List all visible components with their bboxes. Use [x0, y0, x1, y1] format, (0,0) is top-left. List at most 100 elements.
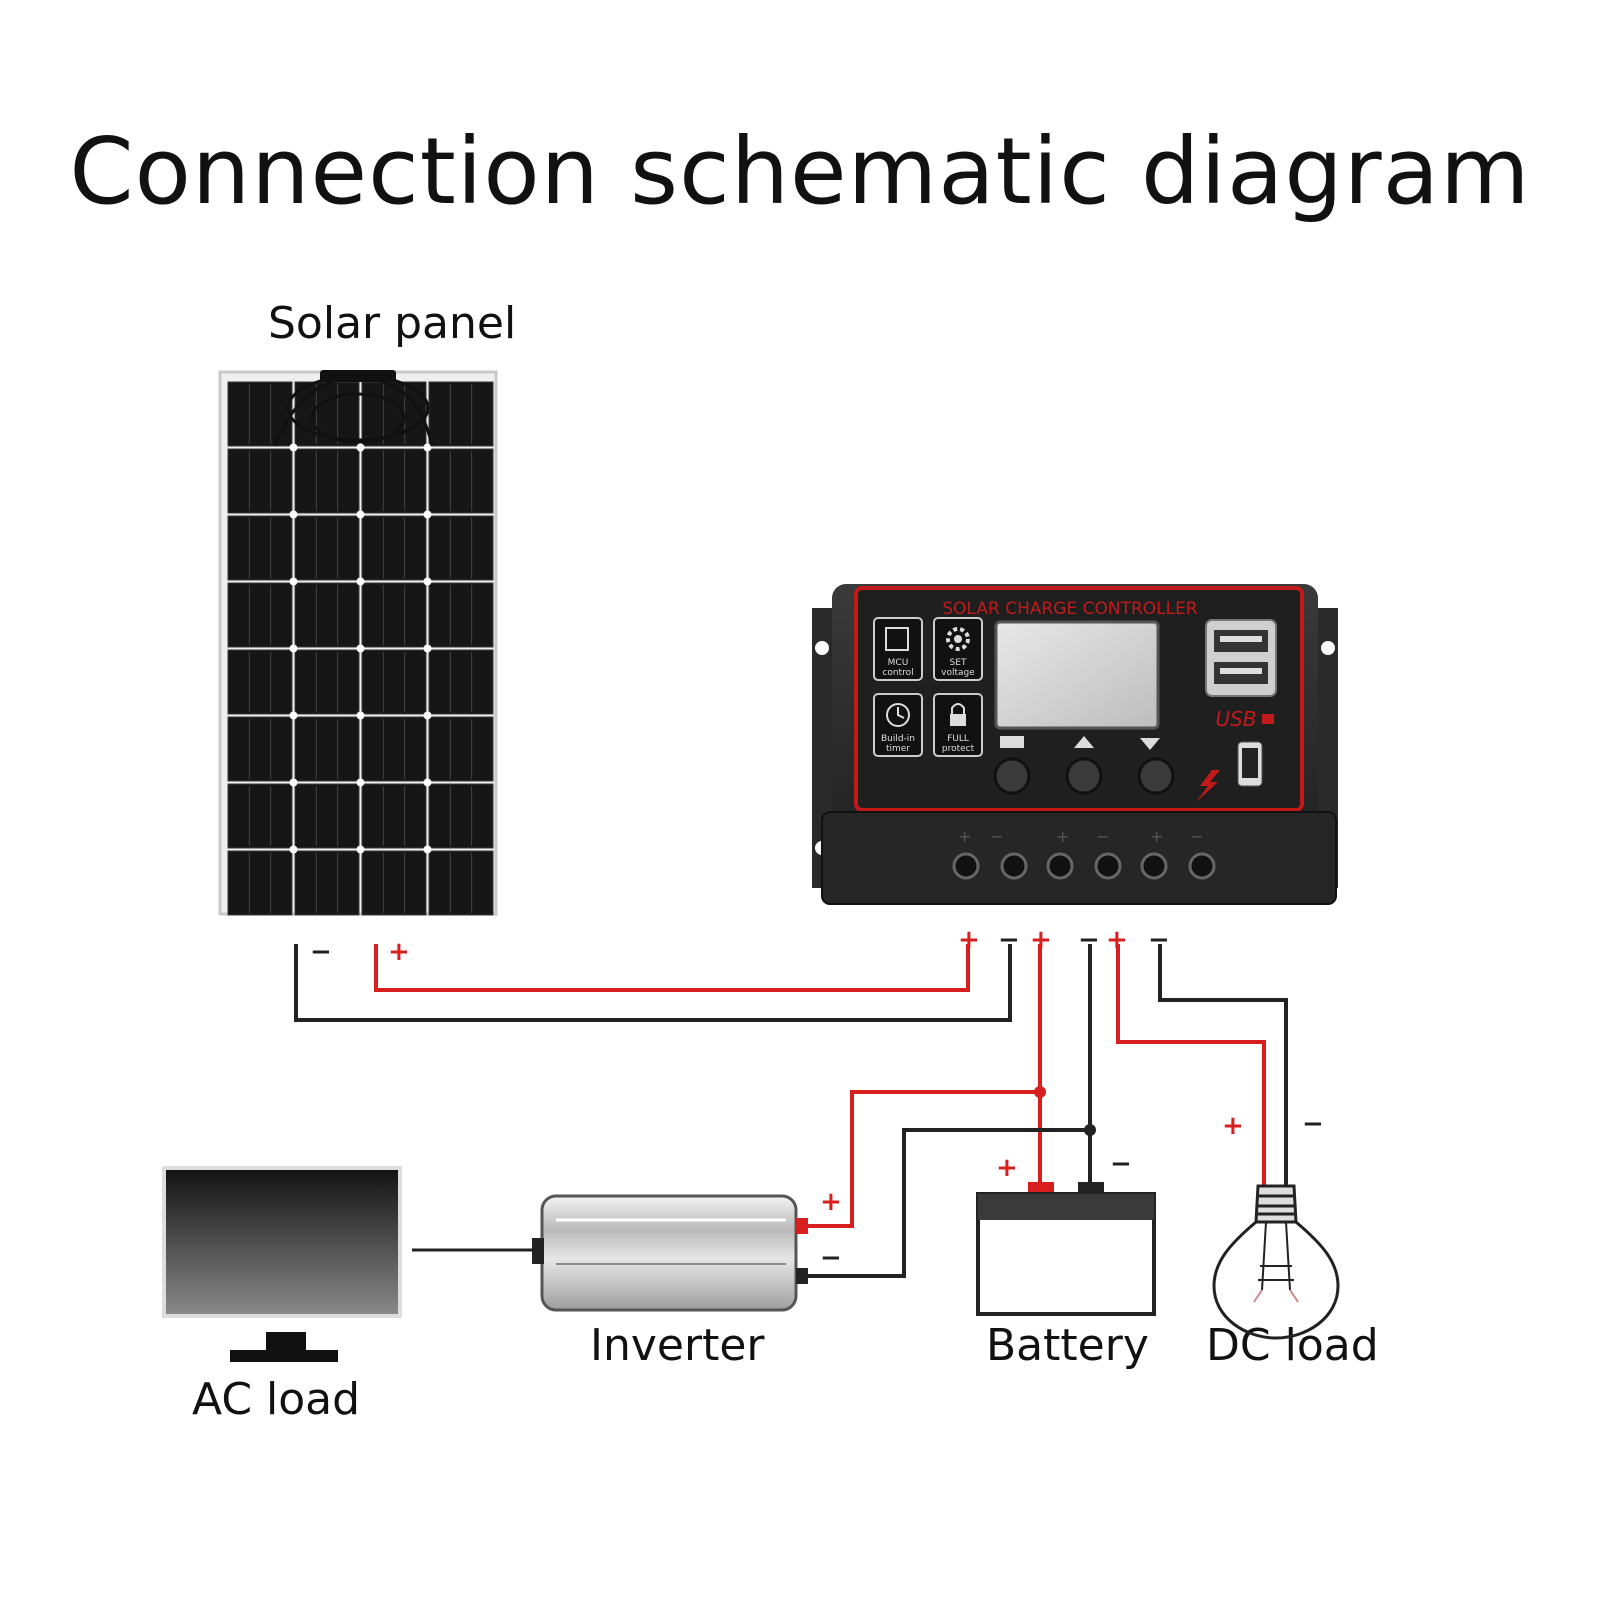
- inverter-label: Inverter: [590, 1320, 765, 1371]
- solar-cell: [361, 649, 427, 715]
- page-title: Connection schematic diagram: [69, 118, 1531, 225]
- svg-text:−: −: [1190, 827, 1203, 846]
- lightning-icon: [1196, 770, 1220, 802]
- dcload-minus: −: [1302, 1109, 1324, 1139]
- charge-controller: SOLAR CHARGE CONTROLLER MCU control SET: [812, 584, 1338, 905]
- cell-corner-dot: [356, 778, 365, 787]
- solar-cell: [361, 582, 427, 648]
- terminal-markers: − + + − + − + − + − + − + −: [310, 925, 1324, 1273]
- cell-corner-dot: [423, 644, 432, 653]
- wire-dcload-negative: [1158, 944, 1288, 1186]
- solar-cell: [361, 850, 427, 916]
- solar-cell: [428, 850, 494, 916]
- solar-cell: [294, 716, 360, 782]
- solar-cell: [227, 515, 293, 581]
- cell-corner-dot: [356, 443, 365, 452]
- solar-cell: [227, 783, 293, 849]
- solar-cell: [227, 448, 293, 514]
- solar-cell: [428, 783, 494, 849]
- terminal-block: [821, 811, 1337, 905]
- timer-label-2: timer: [886, 744, 910, 754]
- controller-icon-tiles: MCU control SET voltage Build-in timer F…: [873, 617, 983, 757]
- cell-corner-dot: [289, 443, 298, 452]
- cell-corner-dot: [356, 577, 365, 586]
- lock-icon: [950, 714, 966, 726]
- dcload-plus: +: [1222, 1111, 1244, 1141]
- solar-cell: [294, 649, 360, 715]
- full-label-1: FULL: [947, 734, 969, 744]
- cell-corner-dot: [423, 510, 432, 519]
- wire-panel-positive: [374, 944, 970, 992]
- menu-button: [993, 757, 1031, 795]
- mcu-label-2: control: [882, 668, 913, 678]
- svg-text:−: −: [1096, 827, 1109, 846]
- solar-cell: [361, 515, 427, 581]
- solar-cell: [428, 448, 494, 514]
- dc-load-bulb: [1212, 1184, 1340, 1340]
- solar-panel: [218, 370, 498, 916]
- timer-label-1: Build-in: [881, 734, 915, 744]
- solar-cell: [361, 448, 427, 514]
- solar-cell: [294, 582, 360, 648]
- controller-header: SOLAR CHARGE CONTROLLER: [942, 599, 1198, 619]
- cell-corner-dot: [289, 778, 298, 787]
- wire-panel-negative: [294, 944, 1012, 1022]
- controller-buttons: [993, 736, 1175, 795]
- wire-inverter-positive: [808, 1090, 1040, 1228]
- cell-corner-dot: [356, 510, 365, 519]
- panel-plus: +: [388, 937, 410, 967]
- cell-corner-dot: [356, 711, 365, 720]
- ctrl-bat-minus: −: [1078, 925, 1100, 955]
- cell-corner-dot: [289, 644, 298, 653]
- usb-label: USB: [1215, 707, 1256, 731]
- cell-corner-dot: [356, 845, 365, 854]
- cell-corner-dot: [356, 644, 365, 653]
- full-label-2: protect: [942, 744, 975, 754]
- down-button: [1137, 757, 1175, 795]
- solar-cell: [294, 448, 360, 514]
- wire-dcload-positive: [1116, 944, 1266, 1186]
- solar-cell: [294, 783, 360, 849]
- terminal-screws: [952, 852, 1216, 880]
- inverter-minus: −: [820, 1243, 842, 1273]
- dc-load-label: DC load: [1206, 1320, 1379, 1371]
- monitor-base: [230, 1350, 338, 1362]
- solar-cell: [227, 649, 293, 715]
- solar-cell: [428, 582, 494, 648]
- battery-positive-post: [1028, 1182, 1054, 1194]
- cell-corner-dot: [289, 711, 298, 720]
- ctrl-load-plus: +: [1106, 925, 1128, 955]
- chip-icon: [885, 627, 909, 651]
- svg-text:+: +: [958, 827, 971, 846]
- cell-corner-dot: [289, 845, 298, 854]
- battery-label: Battery: [986, 1320, 1149, 1371]
- panel-minus: −: [310, 937, 332, 967]
- mcu-label-1: MCU: [888, 658, 909, 668]
- ctrl-load-minus: −: [1148, 925, 1170, 955]
- solar-cells: [227, 381, 494, 916]
- solar-cell: [428, 515, 494, 581]
- clock-icon: [886, 703, 910, 727]
- up-button: [1065, 757, 1103, 795]
- set-label-1: SET: [950, 658, 967, 668]
- ac-load-label: AC load: [192, 1374, 361, 1425]
- cell-corner-dot: [423, 845, 432, 854]
- solar-cell: [227, 716, 293, 782]
- set-label-2: voltage: [941, 668, 975, 678]
- ac-load-monitor: [162, 1166, 402, 1362]
- solar-cell: [294, 515, 360, 581]
- solar-panel-label: Solar panel: [268, 298, 517, 349]
- wires: [294, 944, 1288, 1278]
- solar-cell: [227, 381, 293, 447]
- svg-text:+: +: [1056, 827, 1069, 846]
- solar-cell: [428, 381, 494, 447]
- svg-text:−: −: [990, 827, 1003, 846]
- battery-negative-post: [1078, 1182, 1104, 1194]
- cell-corner-dot: [423, 711, 432, 720]
- solar-cell: [361, 716, 427, 782]
- battery-mode-icon: [1000, 736, 1024, 748]
- solar-cell: [361, 783, 427, 849]
- solar-cell: [227, 582, 293, 648]
- ctrl-pv-plus: +: [958, 925, 980, 955]
